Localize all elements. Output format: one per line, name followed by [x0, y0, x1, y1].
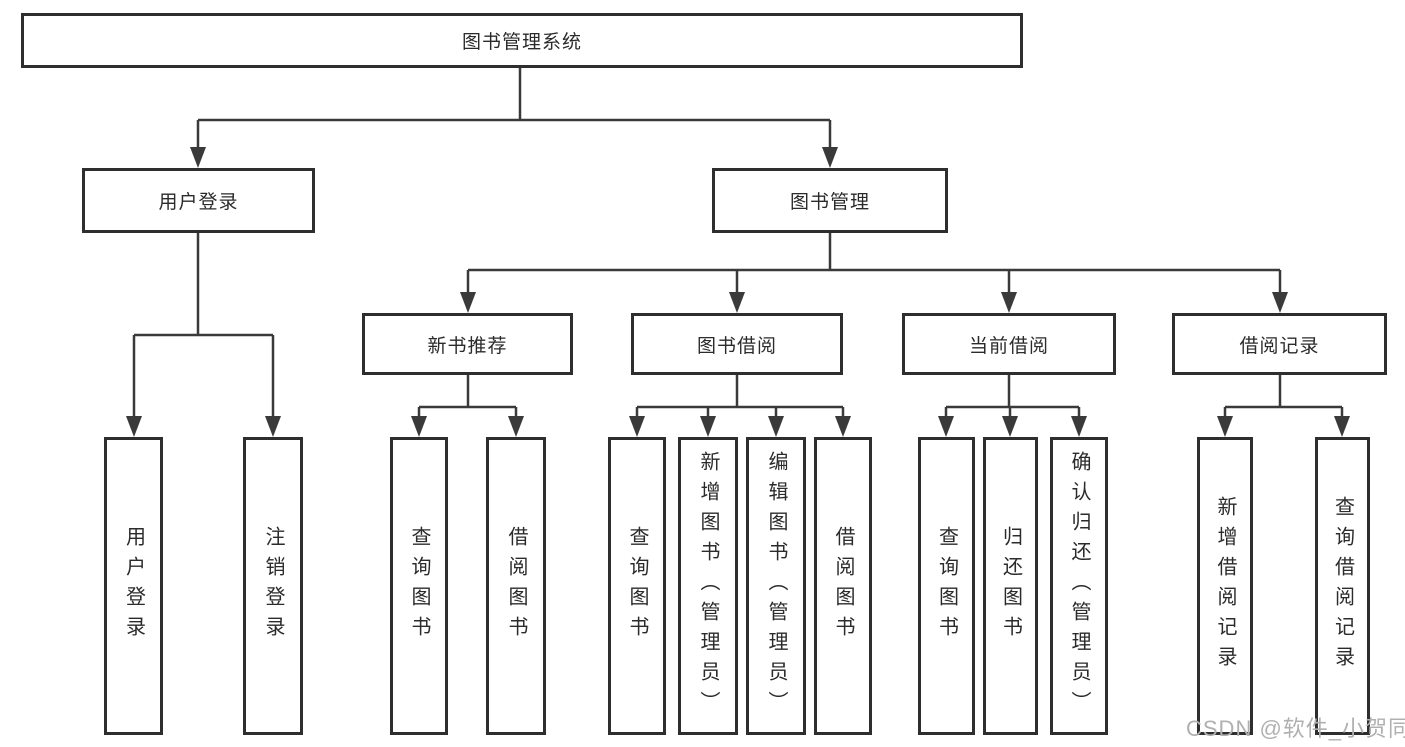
arrowhead [190, 147, 206, 168]
node-label: 图书管理 [789, 192, 870, 213]
node-label: 当前借阅 [968, 335, 1049, 357]
arrowhead [1001, 292, 1017, 313]
arrowhead [460, 292, 476, 313]
node-label: 编辑图书（管理员） [765, 451, 787, 721]
arrowhead [822, 147, 838, 168]
node-label: 图书管理系统 [461, 32, 582, 53]
node-root: 图书管理系统 [21, 13, 1023, 68]
arrowhead [1002, 416, 1018, 437]
node-label: 查询借阅记录 [1331, 496, 1354, 676]
node-label: 新增借阅记录 [1214, 496, 1236, 676]
leaf-bb-add-books-admin: 新增图书（管理员） [678, 437, 738, 735]
watermark: CSDN @软件_小贺同学 [1186, 716, 1405, 741]
leaf-bb-query-books: 查询图书 [608, 437, 666, 735]
node-label: 借阅图书 [832, 526, 854, 646]
node-label: 用户登录 [122, 526, 145, 646]
leaf-cb-confirm-return-admin: 确认归还（管理员） [1050, 437, 1108, 735]
node-label: 新增图书（管理员） [697, 451, 719, 721]
node-label: 确认归还（管理员） [1068, 451, 1090, 721]
node-new-book-recommend: 新书推荐 [362, 313, 573, 375]
leaf-nb-query-books: 查询图书 [390, 437, 448, 735]
arrowhead [126, 416, 142, 437]
arrowhead [700, 416, 716, 437]
leaf-nb-borrow-books: 借阅图书 [486, 437, 546, 735]
leaf-user-login: 用户登录 [104, 437, 163, 735]
connector-path [132, 68, 1344, 422]
node-label: 借阅图书 [505, 526, 527, 646]
node-label: 查询图书 [935, 526, 958, 646]
leaf-br-query-record: 查询借阅记录 [1315, 437, 1370, 735]
arrowhead [835, 416, 851, 437]
node-user-login: 用户登录 [82, 168, 315, 233]
leaf-logout-login: 注销登录 [243, 437, 303, 735]
leaf-bb-borrow-books: 借阅图书 [814, 437, 872, 735]
node-label: 注销登录 [262, 526, 284, 646]
arrowhead [265, 416, 281, 437]
node-label: 查询图书 [408, 526, 430, 646]
node-borrowing-records: 借阅记录 [1172, 313, 1387, 375]
node-label: 新书推荐 [427, 335, 508, 357]
arrowhead [629, 416, 645, 437]
leaf-cb-query-books: 查询图书 [918, 437, 975, 735]
arrowhead [1071, 416, 1087, 437]
node-current-borrowing: 当前借阅 [902, 313, 1116, 375]
arrowhead [411, 416, 427, 437]
node-label: 查询图书 [626, 526, 648, 646]
arrowhead [1334, 416, 1350, 437]
arrowhead [1272, 292, 1288, 313]
node-label: 图书借阅 [696, 335, 777, 357]
arrowhead [768, 416, 784, 437]
node-label: 用户登录 [158, 192, 239, 213]
node-book-borrowing: 图书借阅 [631, 313, 843, 375]
leaf-cb-return-books: 归还图书 [983, 437, 1038, 735]
node-label: 借阅记录 [1239, 335, 1320, 357]
leaf-br-add-record: 新增借阅记录 [1197, 437, 1253, 735]
arrowhead [508, 416, 524, 437]
arrowheads [126, 147, 1350, 437]
node-book-management: 图书管理 [712, 168, 948, 233]
arrowhead [729, 292, 745, 313]
leaf-bb-edit-books-admin: 编辑图书（管理员） [746, 437, 806, 735]
arrowhead [1217, 416, 1233, 437]
arrowhead [938, 416, 954, 437]
node-label: 归还图书 [999, 526, 1022, 646]
